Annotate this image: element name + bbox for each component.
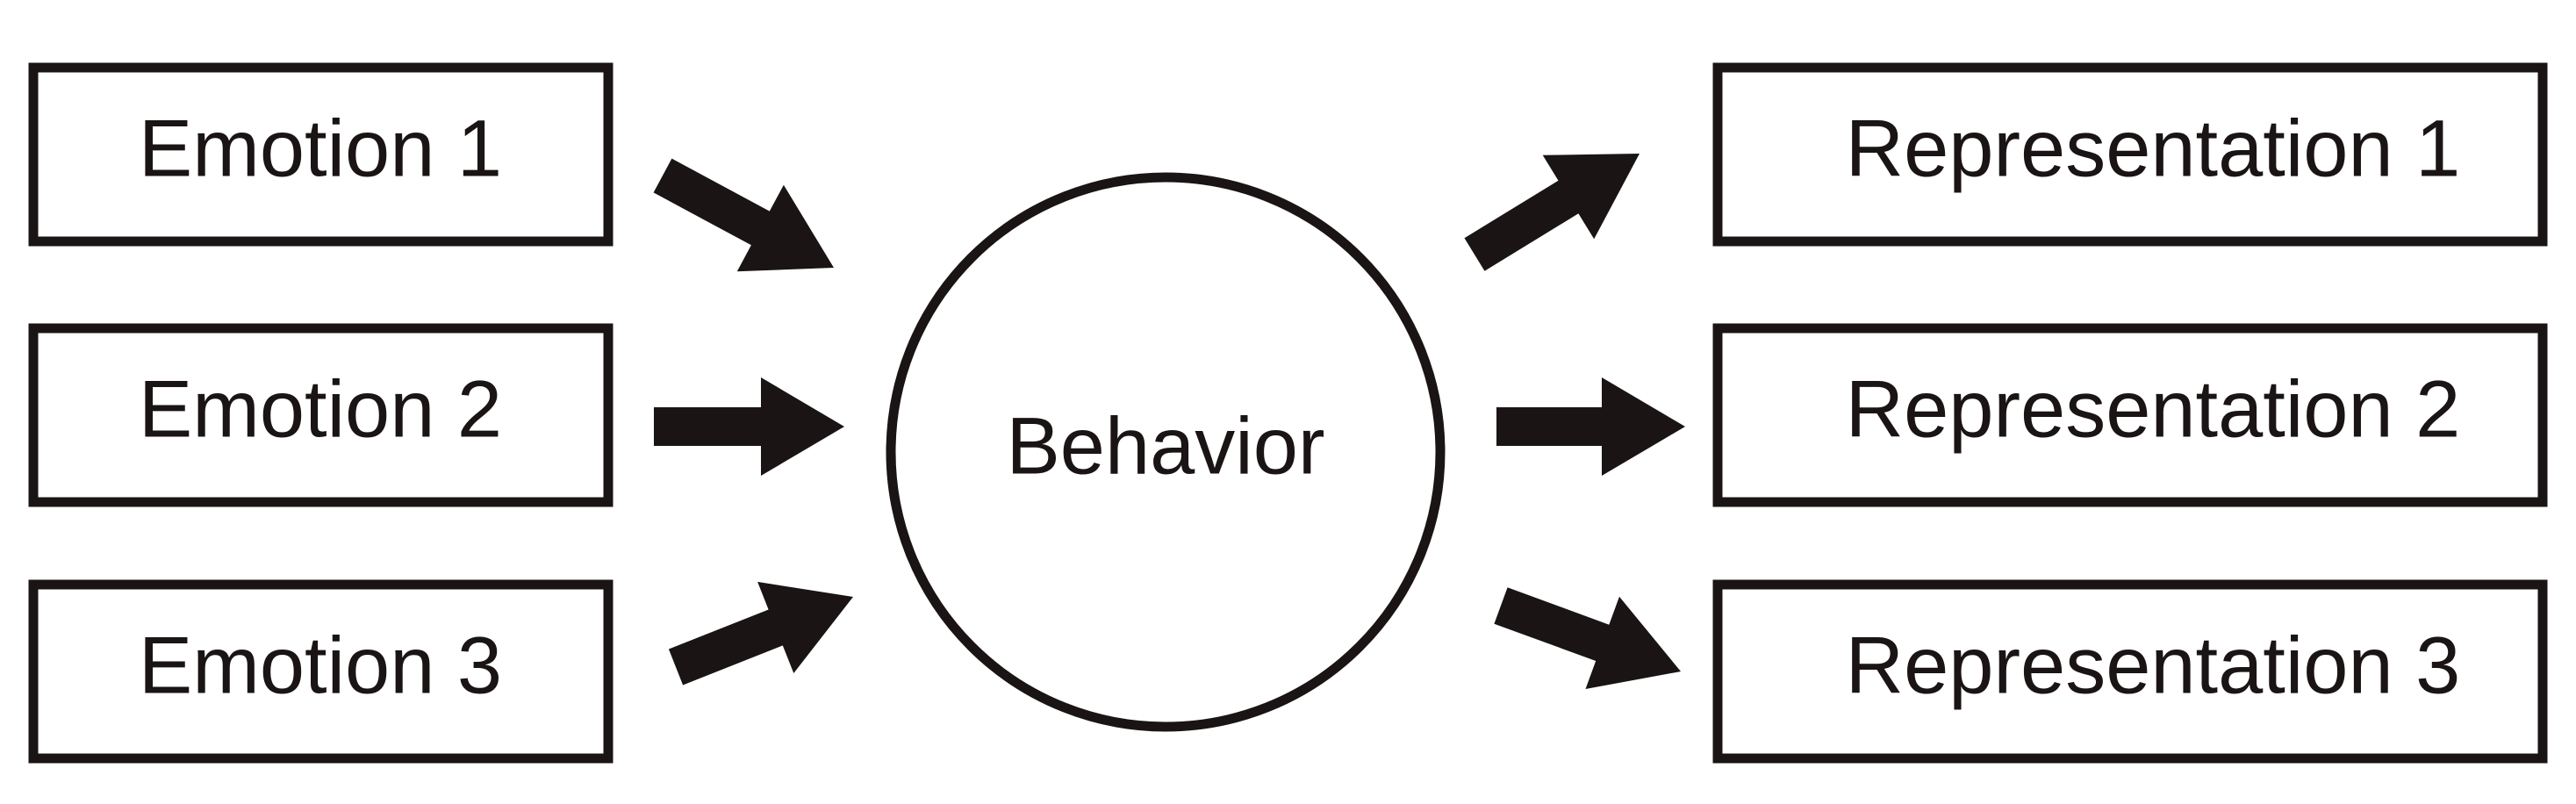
arrow-behavior-to-representation-2 (1496, 377, 1685, 476)
emotion-node-1: Emotion 1 (28, 62, 614, 247)
arrow-emotion-3-to-behavior (668, 581, 853, 686)
arrow-emotion-2-to-behavior (654, 377, 844, 476)
arrow-behavior-to-representation-2-shape (1496, 377, 1685, 476)
behavior-node: Behavior (886, 172, 1446, 732)
arrow-emotion-3-to-behavior-shape (668, 581, 853, 686)
emotion-node-3: Emotion 3 (28, 579, 614, 764)
representation-node-3-label: Representation 3 (1846, 621, 2461, 710)
representation-node-1-label: Representation 1 (1846, 104, 2461, 193)
arrow-emotion-1-to-behavior-shape (653, 158, 834, 272)
representation-node-3: Representation 3 (1712, 579, 2548, 764)
representation-node-2-label: Representation 2 (1846, 364, 2461, 454)
arrow-behavior-to-representation-3-shape (1494, 587, 1681, 689)
representation-node-1: Representation 1 (1712, 62, 2548, 247)
emotion-node-2: Emotion 2 (28, 323, 614, 507)
arrow-behavior-to-representation-3 (1494, 587, 1681, 689)
arrow-emotion-1-to-behavior (653, 158, 834, 272)
emotion-node-2-label: Emotion 2 (139, 364, 502, 454)
arrow-emotion-2-to-behavior-shape (654, 377, 844, 476)
behavior-node-label: Behavior (1006, 401, 1324, 491)
emotion-node-1-label: Emotion 1 (139, 104, 502, 193)
emotion-node-3-label: Emotion 3 (139, 621, 502, 710)
arrow-behavior-to-representation-1 (1464, 154, 1640, 271)
representation-node-2: Representation 2 (1712, 323, 2548, 507)
arrow-behavior-to-representation-1-shape (1464, 154, 1640, 271)
